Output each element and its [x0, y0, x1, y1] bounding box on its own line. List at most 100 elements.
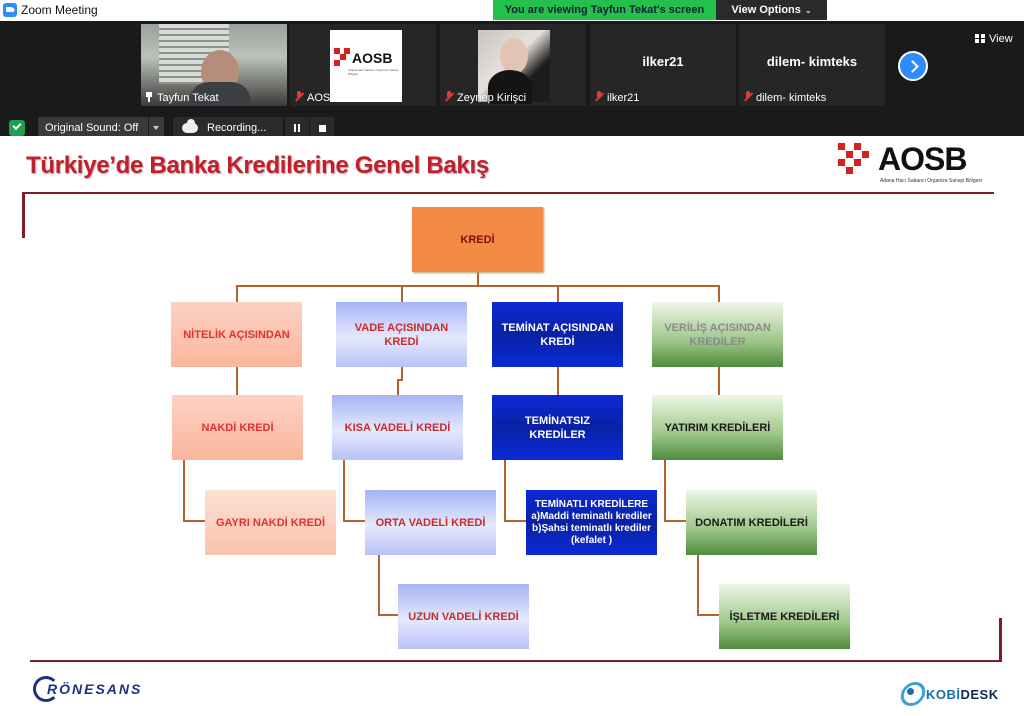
node-uzun-vadeli: UZUN VADELİ KREDİ [398, 584, 529, 649]
connector [664, 520, 686, 522]
node-label: TEMİNATSIZ KREDİLER [524, 414, 591, 441]
participant-label: Zeynep Kirişci [444, 91, 526, 104]
participant-name: Tayfun Tekat [157, 92, 219, 104]
connector [183, 460, 185, 522]
original-sound-button[interactable]: Original Sound: Off [38, 117, 148, 139]
node-yatirim: YATIRIM KREDİLERİ [652, 395, 783, 460]
participant-tile-ilker[interactable]: ilker21 ilker21 [590, 24, 736, 106]
connector [397, 379, 403, 381]
node-label: TEMİNAT AÇISINDAN KREDİ [501, 321, 614, 348]
next-participants-button[interactable] [898, 51, 928, 81]
aosb-logo-image: AOSB Adana Hacı Sabancı Organize Sanayi … [330, 30, 402, 102]
connector [718, 367, 720, 395]
connector [557, 285, 559, 302]
divider-bottom [30, 660, 1002, 662]
kobidesk-suffix: DESK [960, 687, 999, 702]
divider-top-stub [22, 192, 25, 238]
kobidesk-mark-icon [898, 678, 924, 706]
participant-name: AOSB [307, 92, 338, 104]
kobidesk-logo: KOBİDESK [898, 676, 1014, 710]
aosb-brand-logo: AOSB Adana Hacı Sabancı Organize Sanayi … [838, 141, 990, 187]
pause-recording-button[interactable] [285, 117, 309, 139]
recording-indicator: Recording... [173, 117, 283, 139]
connector [236, 367, 238, 395]
connector [557, 367, 559, 395]
ronesans-logo: RÖNESANS [33, 676, 143, 702]
node-label: ORTA VADELİ KREDİ [375, 516, 486, 529]
connector [401, 367, 403, 381]
mic-muted-icon [294, 91, 304, 102]
node-teminatsiz: TEMİNATSIZ KREDİLER [492, 395, 623, 460]
node-label: VERİLİŞ AÇISINDAN KREDİLER [664, 321, 771, 348]
node-label: NİTELİK AÇISINDAN [183, 328, 290, 341]
node-label: NAKDİ KREDİ [201, 421, 274, 434]
node-vade: VADE AÇISINDAN KREDİ [336, 302, 467, 367]
node-kisa-vadeli: KISA VADELİ KREDİ [332, 395, 463, 460]
viewing-screen-banner: You are viewing Tayfun Tekat's screen [493, 0, 716, 20]
node-label: KISA VADELİ KREDİ [344, 421, 451, 434]
mic-muted-icon [444, 91, 454, 102]
node-donatim: DONATIM KREDİLERİ [686, 490, 817, 555]
node-kredi: KREDİ [412, 207, 543, 272]
participant-label: ilker21 [594, 91, 639, 104]
aosb-logo-text: AOSB [352, 50, 393, 66]
connector [504, 520, 526, 522]
original-sound-dropdown[interactable] [149, 117, 164, 139]
ronesans-word: RÖNESANS [47, 681, 143, 697]
participant-name: ilker21 [607, 92, 640, 104]
stop-recording-button[interactable] [310, 117, 334, 139]
connector [718, 285, 720, 302]
participant-display-name: ilker21 [642, 54, 684, 69]
participant-name: dilem- kimteks [756, 92, 827, 104]
view-options-button[interactable]: View Options⌄ [716, 0, 827, 20]
participant-tile-aosb[interactable]: AOSB Adana Hacı Sabancı Organize Sanayi … [290, 24, 436, 106]
view-label: View [989, 33, 1013, 45]
node-teminatli: TEMİNATLI KREDİLERE a)Maddi teminatlı kr… [526, 490, 657, 555]
connector [236, 285, 238, 302]
node-label-line: b)Şahsi teminatlı krediler [532, 522, 651, 534]
node-label: UZUN VADELİ KREDİ [408, 610, 519, 623]
participant-tile-dilem[interactable]: dilem- kimteks dilem- kimteks [739, 24, 885, 106]
recording-label: Recording... [207, 122, 267, 134]
participant-tile-zeynep[interactable]: Zeynep Kirişci [440, 24, 586, 106]
node-isletme: İŞLETME KREDİLERİ [719, 584, 850, 649]
kobidesk-word: KOBİDESK [926, 687, 999, 702]
divider-top [22, 192, 994, 194]
node-label-line: (kefalet ) [570, 534, 613, 546]
node-verilis: VERİLİŞ AÇISINDAN KREDİLER [652, 302, 783, 367]
video-person-body [189, 82, 251, 106]
video-person-face [500, 38, 528, 74]
node-label: KREDİ [460, 233, 495, 246]
participant-label: AOSB [294, 91, 338, 104]
security-shield-icon[interactable] [9, 120, 25, 136]
divider-bottom-stub [999, 618, 1002, 662]
node-label-line: a)Maddi teminatlı krediler [531, 510, 652, 522]
mic-muted-icon [594, 91, 604, 102]
node-label: VADE AÇISINDAN KREDİ [354, 321, 449, 348]
node-label: İŞLETME KREDİLERİ [729, 610, 840, 623]
node-label: DONATIM KREDİLERİ [695, 516, 808, 529]
node-orta-vadeli: ORTA VADELİ KREDİ [365, 490, 496, 555]
connector [183, 520, 205, 522]
connector [378, 554, 380, 616]
aosb-logo-tagline: Adana Hacı Sabancı Organize Sanayi Bölge… [348, 68, 399, 76]
node-nakdi-kredi: NAKDİ KREDİ [172, 395, 303, 460]
connector [401, 285, 403, 302]
logo-word: AOSB [878, 141, 967, 177]
view-layout-button[interactable]: View [975, 33, 1013, 45]
view-options-label: View Options [731, 4, 801, 16]
window-title: Zoom Meeting [21, 3, 98, 17]
node-teminat: TEMİNAT AÇISINDAN KREDİ [492, 302, 623, 367]
participant-tile-tayfun[interactable]: Tayfun Tekat [141, 24, 287, 106]
participant-label: dilem- kimteks [743, 91, 826, 104]
node-label: GAYRI NAKDİ KREDİ [216, 516, 325, 529]
participant-name: Zeynep Kirişci [457, 92, 527, 104]
participant-label: Tayfun Tekat [145, 92, 219, 104]
pin-icon [145, 92, 153, 102]
connector [664, 460, 666, 522]
chevron-down-icon: ⌄ [804, 6, 812, 15]
connector [477, 272, 479, 286]
logo-tagline: Adana Hacı Sabancı Organize Sanayi Bölge… [880, 178, 983, 184]
slide-title: Türkiye’de Banka Kredilerine Genel Bakış [26, 152, 489, 179]
cloud-record-icon [182, 119, 198, 133]
